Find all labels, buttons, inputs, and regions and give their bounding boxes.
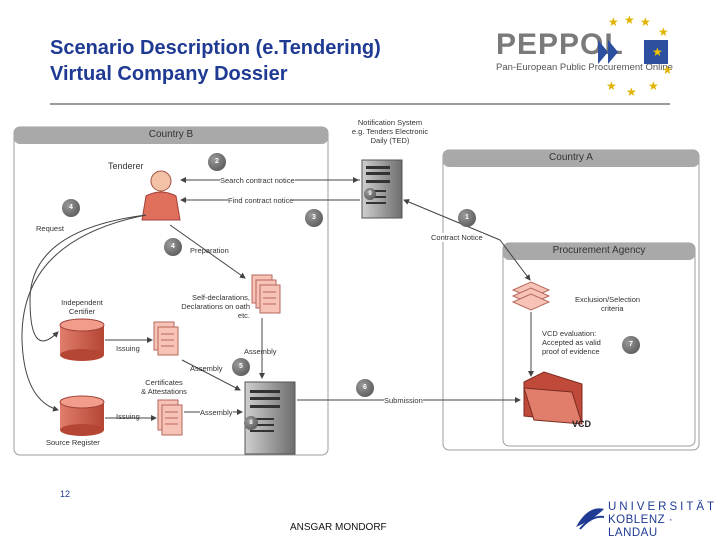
issuing-label-bottom: Issuing [116, 412, 140, 421]
step-badge-4-request: 4 [62, 199, 80, 217]
svg-text:★: ★ [624, 13, 635, 27]
title-line-2: Virtual Company Dossier [50, 63, 288, 85]
step-badge-9: 9 [364, 188, 376, 200]
title-divider [50, 103, 670, 105]
svg-text:★: ★ [606, 79, 617, 93]
svg-text:★: ★ [662, 63, 673, 77]
step-badge-2: 2 [208, 153, 226, 171]
tenderer-person-icon [141, 170, 181, 221]
request-label: Request [36, 224, 64, 233]
notification-label-line1: Notification System [357, 118, 423, 127]
notification-label-line2: e.g. Tenders Electronic [351, 127, 429, 136]
vcd-evaluation-label: VCD evaluation: Accepted as valid proof … [542, 329, 601, 356]
country-b-title: Country B [148, 129, 194, 140]
notification-label: Notification System e.g. Tenders Electro… [330, 118, 450, 145]
step-badge-8: 8 [244, 416, 258, 430]
self-declarations-label: Self-declarations, Declarations on oath … [166, 293, 250, 320]
independent-certifier-label: Independent Certifier [46, 298, 118, 316]
self-declarations-line1: Self-declarations, [192, 293, 250, 302]
step-badge-6: 6 [356, 379, 374, 397]
page-number: 12 [60, 489, 71, 499]
procurement-agency-title: Procurement Agency [552, 245, 646, 256]
self-declarations-line3: etc. [237, 311, 250, 320]
certificates-documents-icon [153, 321, 179, 356]
notification-label-line3: Daily (TED) [370, 136, 410, 145]
certificates-line1: Certificates [145, 378, 183, 387]
vcd-folder-icon [523, 371, 583, 425]
title-line-1: Scenario Description (e.Tendering) [50, 37, 381, 59]
svg-text:★: ★ [652, 45, 663, 59]
step-badge-1: 1 [458, 209, 476, 227]
independent-certifier-db-icon [59, 318, 105, 361]
peppol-logo-subtitle: Pan-European Public Procurement Online [496, 62, 673, 73]
assembly-label-bottom: Assembly [200, 408, 233, 417]
svg-text:★: ★ [608, 15, 619, 29]
self-declarations-documents-icon [251, 274, 281, 314]
svg-text:★: ★ [658, 25, 669, 39]
exclusion-selection-line1: Exclusion/Selection [575, 295, 641, 304]
step-badge-3: 3 [305, 209, 323, 227]
exclusion-selection-label: Exclusion/Selection criteria [575, 295, 640, 313]
exclusion-selection-line2: criteria [601, 304, 624, 313]
step-badge-4-preparation: 4 [164, 238, 182, 256]
criteria-documents-icon [511, 281, 551, 311]
svg-text:★: ★ [648, 79, 659, 93]
eu-stars-icon: ★ ★ ★ ★ ★ ★ ★ ★ ★ [598, 13, 673, 98]
independent-certifier-line2: Certifier [68, 307, 96, 316]
svg-text:★: ★ [626, 85, 637, 98]
preparation-label: Preparation [190, 246, 229, 255]
country-a-title: Country A [549, 152, 593, 163]
source-register-db-icon [59, 395, 105, 436]
university-name: UNIVERSITÄT KOBLENZ · LANDAU [608, 501, 720, 540]
university-name-line1: UNIVERSITÄT [608, 501, 718, 513]
university-logo-icon [576, 508, 605, 530]
source-register-label: Source Register [46, 438, 100, 447]
vcd-evaluation-line2: Accepted as valid [542, 338, 601, 347]
vcd-label: VCD [572, 419, 592, 429]
assembly-label-middle: Assembly [190, 364, 223, 373]
search-contract-notice-label: Search contract notice [220, 176, 295, 185]
independent-certifier-line1: Independent [61, 298, 103, 307]
issuing-label-top: Issuing [116, 344, 140, 353]
step-badge-5: 5 [232, 358, 250, 376]
assembly-label-top: Assembly [244, 347, 277, 356]
tenderer-label: Tenderer [108, 161, 144, 171]
submission-label: Submission [384, 396, 423, 405]
vcd-evaluation-line3: proof of evidence [542, 347, 600, 356]
contract-notice-label: Contract Notice [431, 233, 483, 242]
svg-text:★: ★ [640, 15, 651, 29]
certificates-line2: & Attestations [141, 387, 187, 396]
certificates-label: Certificates & Attestations [128, 378, 200, 396]
step-badge-7: 7 [622, 336, 640, 354]
register-documents-icon [157, 399, 183, 436]
author-name: ANSGAR MONDORF [290, 522, 387, 533]
vcd-server-icon [244, 381, 296, 455]
self-declarations-line2: Declarations on oath [181, 302, 250, 311]
find-contract-notice-label: Find contract notice [228, 196, 294, 205]
university-name-line2: KOBLENZ · LANDAU [608, 514, 674, 539]
vcd-evaluation-line1: VCD evaluation: [542, 329, 597, 338]
